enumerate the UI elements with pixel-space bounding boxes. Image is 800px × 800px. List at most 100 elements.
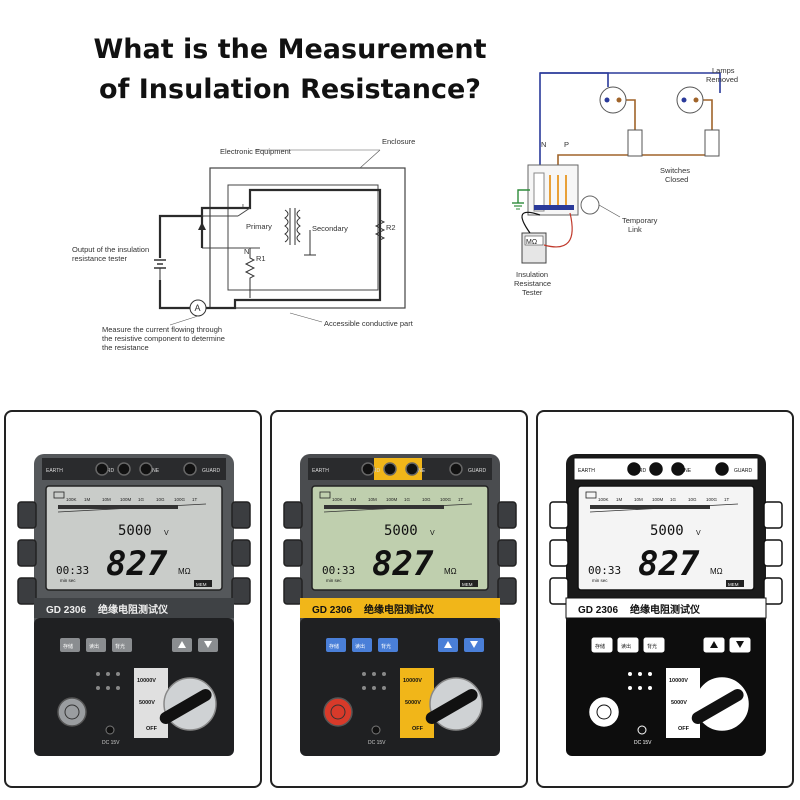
scale-label: 10M: [102, 497, 111, 502]
mem-label: MEM: [728, 582, 739, 587]
side-button-left: [283, 501, 303, 529]
analog-bar: [58, 505, 178, 509]
indicator-led: [96, 672, 100, 676]
side-button-right: [231, 539, 251, 567]
function-button: [326, 638, 346, 652]
side-button-left: [549, 577, 569, 605]
terminal-label: GUARD: [202, 468, 220, 474]
terminal-socket: [671, 462, 685, 476]
enclosure-label: Enclosure: [382, 137, 415, 146]
range-label-1: 10000V: [137, 678, 156, 684]
function-button-label: 读出: [355, 643, 365, 650]
function-button-label: 背光: [647, 643, 657, 650]
side-button-left: [283, 577, 303, 605]
knob-handle: [159, 689, 212, 724]
analog-bar: [590, 505, 710, 509]
electronic-equipment-label: Electronic Equipment: [220, 147, 292, 156]
indicator-led: [362, 686, 366, 690]
voltage-unit: V: [696, 530, 701, 537]
main-reading: 827: [372, 544, 434, 584]
test-button-ring: [596, 704, 612, 720]
mem-label: MEM: [462, 582, 473, 587]
page-title: What is the Measurement of Insulation Re…: [40, 30, 540, 110]
side-button-right: [231, 501, 251, 529]
indicator-led: [628, 686, 632, 690]
side-button-right: [763, 577, 783, 605]
function-button: [643, 637, 665, 653]
side-button-left: [549, 501, 569, 529]
function-button-label: 存储: [329, 643, 339, 650]
scale-arc: [589, 503, 739, 513]
time-unit: min sec: [592, 578, 608, 583]
indicator-led: [638, 672, 642, 676]
battery-icon: [319, 491, 331, 499]
dc-label: DC 15V: [368, 740, 386, 746]
scale-label: 100G: [174, 497, 186, 502]
n-label: N: [244, 247, 249, 256]
terminal-socket: [361, 462, 375, 476]
tester-label-3: Tester: [522, 288, 543, 297]
scale-label: 100M: [120, 497, 132, 502]
title-line-2: of Insulation Resistance?: [99, 74, 481, 105]
mem-badge: [726, 580, 744, 587]
function-button: [617, 637, 639, 653]
lamp-holder-2-icon: [676, 86, 704, 114]
measure-label-1: Measure the current flowing through: [102, 325, 222, 334]
terminal-socket: [405, 462, 419, 476]
test-button: [323, 697, 353, 727]
wiring-test-diagram: MΩ Lamps Removed N P Switches Closed Tem…: [512, 66, 738, 297]
terminal-socket: [383, 462, 397, 476]
arrow-icon: [470, 641, 478, 648]
terminal-socket: [95, 462, 109, 476]
off-label: OFF: [412, 726, 424, 732]
range-plate: [666, 668, 700, 738]
enclosure-box: [209, 167, 406, 309]
scale-label: 100G: [706, 497, 718, 502]
scale-label: 10M: [634, 497, 643, 502]
test-button-ring: [64, 704, 80, 720]
terminal-socket: [117, 462, 131, 476]
mem-badge: [194, 580, 212, 587]
ammeter-label: A: [195, 303, 201, 313]
scale-label: 100M: [386, 497, 398, 502]
l-label: L: [242, 202, 246, 211]
scale-label: 100G: [440, 497, 452, 502]
lamps-label-1: Lamps: [712, 66, 735, 75]
function-button-label: 存储: [595, 643, 605, 650]
analog-bar: [324, 505, 444, 509]
dc-label: DC 15V: [102, 740, 120, 746]
scale-arc: [57, 503, 207, 513]
main-unit: MΩ: [444, 567, 457, 576]
test-button: [57, 697, 87, 727]
terminal-bar: [573, 457, 759, 481]
terminal-bar: [42, 458, 226, 480]
title-line-1: What is the Measurement: [93, 34, 487, 65]
indicator-led: [106, 686, 110, 690]
terminal-label: EARTH: [312, 468, 329, 474]
main-reading: 827: [638, 544, 700, 584]
measurement-path: [158, 188, 382, 310]
range-label-2: 5000V: [139, 700, 155, 706]
output-label-1: Output of the insulation: [72, 245, 149, 254]
indicator-led: [372, 686, 376, 690]
side-button-left: [283, 539, 303, 567]
terminal-label: GUARD: [468, 468, 486, 474]
scale-label: 100K: [332, 497, 343, 502]
indicator-led: [638, 686, 642, 690]
function-button-label: 读出: [621, 643, 631, 650]
voltage-reading: 5000: [384, 523, 418, 539]
scale-label: 10G: [156, 497, 165, 502]
insulation-circuit-diagram: Primary Secondary L N R1 R2 A Electronic…: [72, 137, 415, 352]
time-reading: 00:33: [322, 564, 355, 577]
main-reading: 827: [106, 544, 168, 584]
secondary-label: Secondary: [312, 224, 348, 233]
off-label: OFF: [678, 726, 690, 732]
model-name-cn: 绝缘电阻测试仪: [364, 603, 435, 616]
p-terminal-label: P: [564, 140, 569, 149]
terminal-label: GUARD: [734, 468, 752, 474]
function-button-label: 背光: [115, 643, 125, 650]
battery-icon: [53, 491, 65, 499]
indicator-led: [382, 672, 386, 676]
scale-arc: [323, 503, 473, 513]
dc-jack: [105, 725, 115, 735]
